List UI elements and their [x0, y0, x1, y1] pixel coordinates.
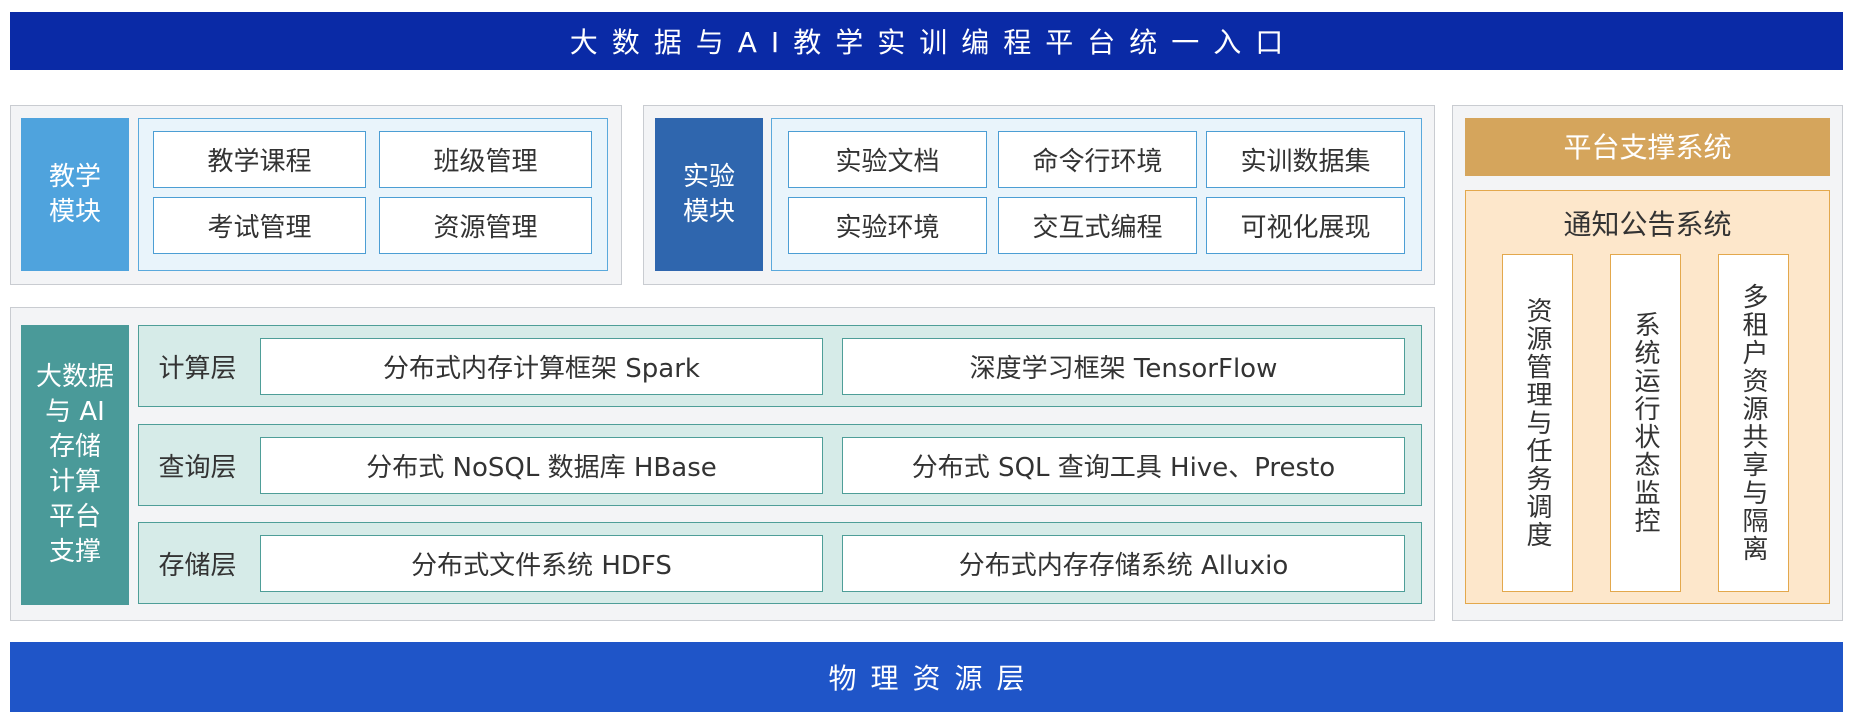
experiment-item-visualization: 可视化展现 — [1206, 197, 1405, 254]
storage-item-alluxio: 分布式内存存储系统 Alluxio — [842, 535, 1405, 592]
query-layer-label: 查询层 — [158, 452, 237, 483]
support-system-title: 平台支撑系统 — [1465, 118, 1830, 176]
bigdata-label-line: 大数据 — [35, 362, 114, 392]
bigdata-platform-label: 大数据 与 AI 存储 计算 平台 支撑 — [21, 325, 129, 605]
notice-system-title: 通知公告系统 — [1563, 208, 1732, 241]
teaching-label-line: 模块 — [48, 196, 101, 227]
query-item-hive-presto: 分布式 SQL 查询工具 Hive、Presto — [842, 437, 1405, 494]
experiment-module-label: 实验 模块 — [655, 118, 763, 271]
experiment-item-env: 实验环境 — [788, 197, 987, 254]
teaching-module-label: 教学 模块 — [21, 118, 129, 271]
compute-item-tensorflow: 深度学习框架 TensorFlow — [842, 338, 1405, 395]
bigdata-label-line: 支撑 — [48, 537, 101, 567]
teaching-item-resource: 资源管理 — [379, 197, 592, 254]
experiment-item-dataset: 实训数据集 — [1206, 131, 1405, 188]
teaching-item-class: 班级管理 — [379, 131, 592, 188]
physical-resource-title: 物理资源层 — [828, 662, 1039, 695]
bigdata-label-line: 与 AI — [45, 397, 105, 427]
support-column-scheduling: 资源管理与任务调度 — [1502, 254, 1573, 592]
support-column-text: 资源管理与任务调度 — [1522, 297, 1552, 549]
storage-item-hdfs: 分布式文件系统 HDFS — [260, 535, 823, 592]
compute-item-spark: 分布式内存计算框架 Spark — [260, 338, 823, 395]
support-column-text: 系统运行状态监控 — [1630, 311, 1660, 535]
teaching-item-exam: 考试管理 — [153, 197, 366, 254]
top-entry-title: 大数据与AI教学实训编程平台统一入口 — [569, 26, 1298, 59]
bigdata-label-line: 计算 — [48, 467, 101, 497]
bigdata-label-line: 平台 — [48, 502, 101, 532]
teaching-item-course: 教学课程 — [153, 131, 366, 188]
support-column-text: 多租户资源共享与隔离 — [1738, 283, 1768, 563]
experiment-item-interactive: 交互式编程 — [998, 197, 1197, 254]
top-entry-bar: 大数据与AI教学实训编程平台统一入口 — [10, 12, 1843, 70]
support-column-monitoring: 系统运行状态监控 — [1610, 254, 1681, 592]
experiment-label-line: 模块 — [682, 196, 735, 227]
teaching-label-line: 教学 — [48, 161, 101, 192]
support-column-multitenant: 多租户资源共享与隔离 — [1718, 254, 1789, 592]
experiment-label-line: 实验 — [682, 161, 735, 192]
storage-layer-label: 存储层 — [158, 550, 237, 581]
physical-resource-bar: 物理资源层 — [10, 642, 1843, 712]
query-item-hbase: 分布式 NoSQL 数据库 HBase — [260, 437, 823, 494]
experiment-item-docs: 实验文档 — [788, 131, 987, 188]
compute-layer-label: 计算层 — [158, 353, 237, 384]
experiment-item-cli: 命令行环境 — [998, 131, 1197, 188]
bigdata-label-line: 存储 — [48, 432, 101, 462]
